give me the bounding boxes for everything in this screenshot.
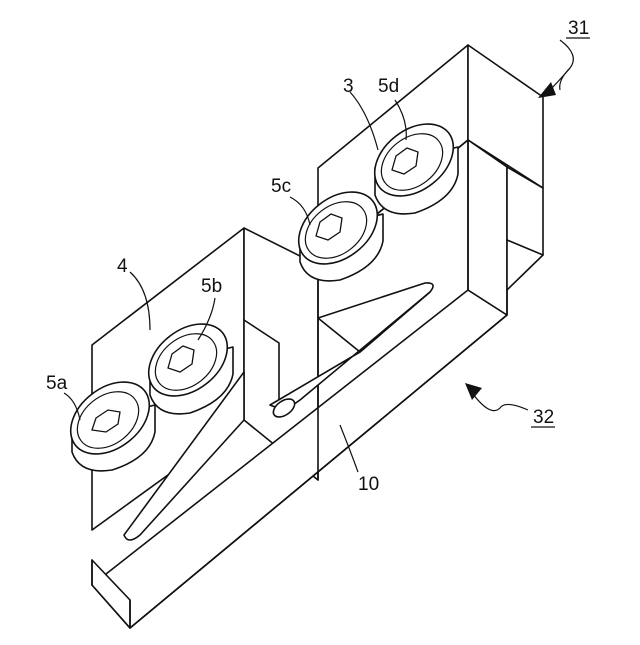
label-5a: 5a (46, 373, 68, 394)
label-5d: 5d (378, 76, 399, 97)
label-10: 10 (358, 474, 379, 495)
label-31: 31 (568, 18, 589, 39)
label-5c: 5c (271, 176, 291, 197)
arrow-31-head-icon (538, 82, 556, 98)
label-3: 3 (343, 76, 354, 97)
label-5b: 5b (201, 276, 222, 297)
arrow-32-head-icon (465, 383, 482, 400)
base-right-side (468, 140, 507, 315)
leader-31 (560, 40, 574, 90)
label-32: 32 (533, 407, 554, 428)
arrow-32 (465, 383, 528, 411)
arrow-32-shaft (470, 390, 528, 411)
base-right-back (507, 167, 543, 290)
label-4: 4 (117, 256, 128, 277)
